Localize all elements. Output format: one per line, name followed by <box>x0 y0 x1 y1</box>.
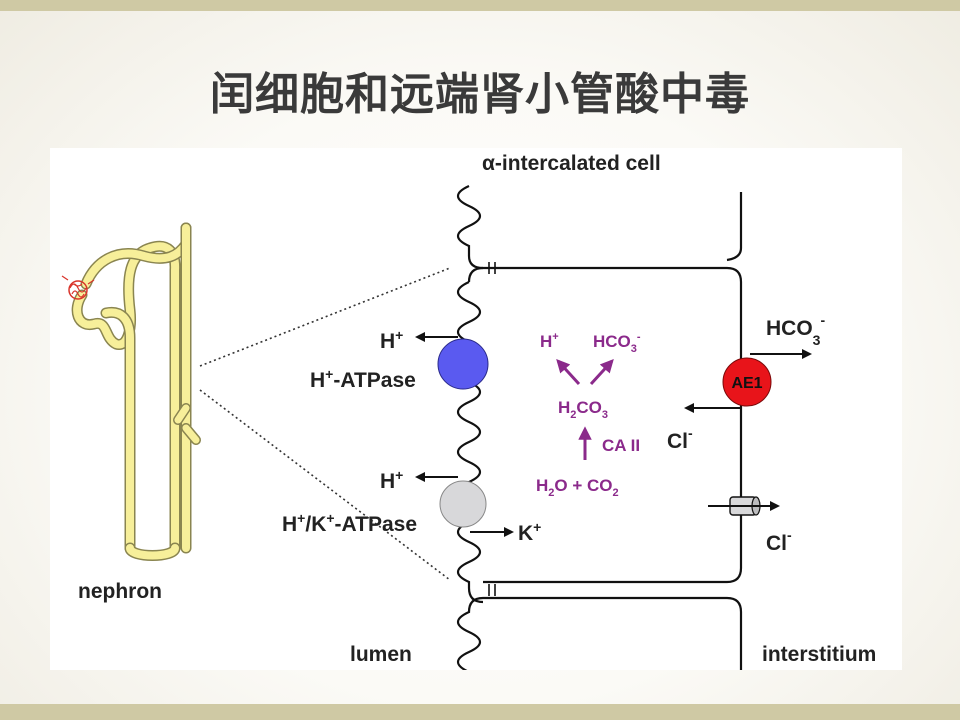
cl-top-label: Cl- <box>667 425 693 453</box>
cyto-h-plus-label: H+ <box>540 331 559 351</box>
hk-atpase-label: H+/K+-ATPase <box>282 510 417 536</box>
zoom-line-bottom <box>199 389 451 581</box>
h-atpase-pump <box>437 338 489 390</box>
zoom-line-top <box>199 267 451 367</box>
cell-type-title: α-intercalated cell <box>482 152 661 175</box>
ae1-label: AE1 <box>731 375 762 392</box>
cell-diagram: nephron α-intercalated cell H+ H+-ATPase… <box>61 152 876 674</box>
interstitium-label: interstitium <box>762 643 876 666</box>
figure-panel: nephron α-intercalated cell H+ H+-ATPase… <box>50 148 902 674</box>
carbonic-anhydrase-reaction: H+ HCO3- H2CO3 CA II H2O + CO2 <box>536 331 641 499</box>
basolateral-hco3-label: HCO3- <box>766 312 825 348</box>
lumen-label: lumen <box>350 643 412 666</box>
nephron-illustration <box>61 222 201 561</box>
bottom-accent-bar <box>0 704 960 720</box>
h-plus-top-label: H+ <box>380 327 403 353</box>
top-accent-bar <box>0 0 960 11</box>
h-atpase-label: H+-ATPase <box>310 366 416 392</box>
cl-bottom-label: Cl- <box>766 527 792 555</box>
glomerulus <box>61 275 95 300</box>
h-plus-bottom-label: H+ <box>380 467 403 493</box>
dissociation-arrow-right <box>589 359 614 386</box>
ca-ii-label: CA II <box>602 436 640 455</box>
nephron-label: nephron <box>78 580 162 603</box>
k-plus-label: K+ <box>518 519 541 545</box>
cyto-hco3-label: HCO3- <box>593 331 641 355</box>
h2o-co2-label: H2O + CO2 <box>536 476 619 499</box>
tight-junctions <box>488 262 496 596</box>
ae1-exchanger <box>722 357 772 407</box>
dissociation-arrow-left <box>556 359 581 386</box>
h2co3-label: H2CO3 <box>558 398 608 421</box>
cell-membranes <box>456 184 743 674</box>
hk-atpase-pump <box>439 480 487 528</box>
slide-title: 闰细胞和远端肾小管酸中毒 <box>210 70 750 119</box>
